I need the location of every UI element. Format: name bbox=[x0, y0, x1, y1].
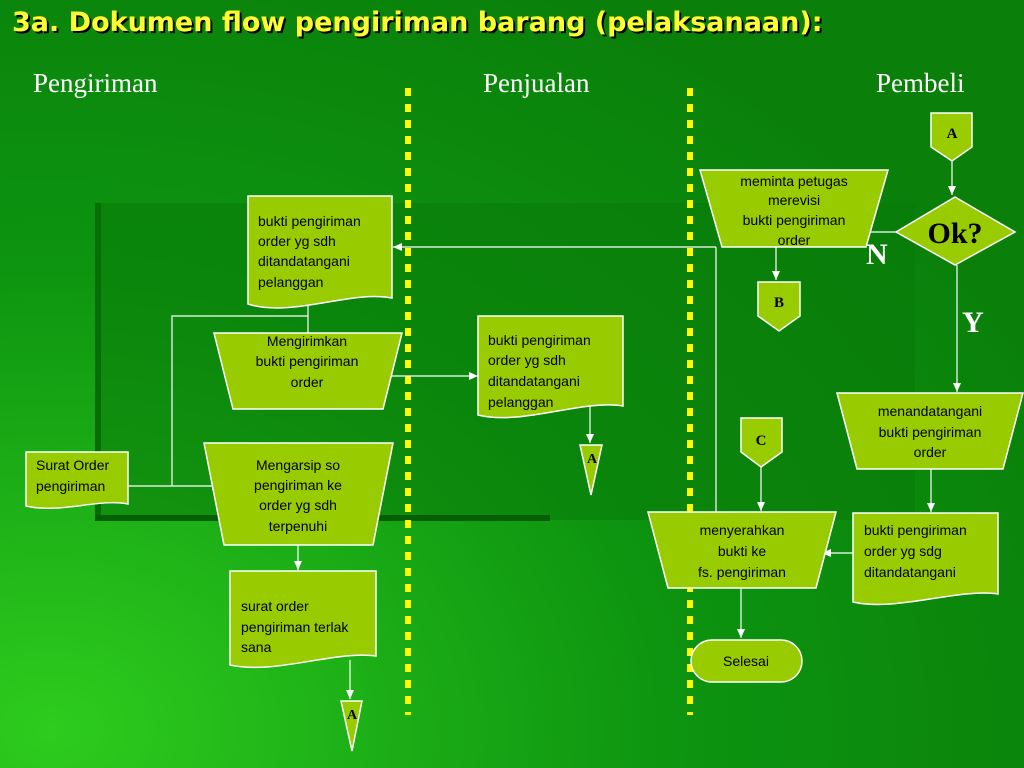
flow-line-branch-left bbox=[171, 315, 308, 486]
process-line-2: bukti pengiriman bbox=[879, 424, 982, 440]
doc-line-3: sana bbox=[241, 639, 272, 655]
doc-line-3: ditandatangani bbox=[488, 373, 580, 389]
doc-line-4: pelanggan bbox=[488, 394, 553, 410]
process-line-3: order bbox=[914, 444, 947, 460]
document-bukti-pengiriman-penjualan: bukti pengiriman order yg sdh ditandatan… bbox=[477, 315, 624, 419]
decision-label: Ok? bbox=[927, 217, 982, 250]
process-menandatangani: menandatangani bukti pengiriman order bbox=[836, 392, 1024, 470]
process-line-3: fs. pengiriman bbox=[698, 564, 786, 580]
doc-line-2: pengiriman terlak bbox=[241, 619, 349, 635]
connector-c: C bbox=[740, 417, 783, 468]
process-meminta-petugas: meminta petugas merevisi bukti pengirima… bbox=[699, 169, 889, 248]
doc-line-1: bukti pengiriman bbox=[864, 522, 967, 538]
page-title-shadow: 3a. Dokumen flow pengiriman barang (pela… bbox=[14, 9, 825, 40]
document-surat-order-terlaksana: surat order pengiriman terlak sana bbox=[229, 570, 377, 669]
background-panel-edge bbox=[95, 203, 101, 520]
connector-label: A bbox=[347, 708, 358, 723]
connector-label: A bbox=[587, 452, 598, 467]
process-line-2: bukti ke bbox=[718, 543, 766, 559]
connector-label: B bbox=[774, 295, 784, 311]
process-line-3: order yg sdh bbox=[259, 497, 337, 513]
connector-label: C bbox=[756, 433, 767, 449]
process-line-3: bukti pengiriman bbox=[743, 212, 846, 228]
process-line-1: meminta petugas bbox=[740, 173, 847, 189]
document-surat-order-pengiriman: Surat Order pengiriman bbox=[25, 451, 129, 510]
process-line-1: menyerahkan bbox=[700, 522, 785, 538]
doc-line-2: order yg sdg bbox=[864, 543, 942, 559]
process-menyerahkan: menyerahkan bukti ke fs. pengiriman bbox=[647, 511, 837, 589]
document-bukti-pengiriman-sdg: bukti pengiriman order yg sdg ditandatan… bbox=[852, 512, 999, 606]
process-line-3: order bbox=[291, 374, 324, 390]
doc-line-1: surat order bbox=[241, 598, 309, 614]
doc-line-2: order yg sdh bbox=[258, 233, 336, 249]
lane-header-pembeli: Pembeli bbox=[876, 68, 965, 98]
terminal-selesai: Selesai bbox=[690, 639, 803, 683]
connector-a-middle: A bbox=[579, 444, 603, 496]
doc-line-1: bukti pengiriman bbox=[258, 213, 361, 229]
process-line-2: merevisi bbox=[768, 192, 820, 208]
decision-yes-label: Y bbox=[962, 306, 984, 339]
doc-line-4: pelanggan bbox=[258, 274, 323, 290]
process-line-1: Mengarsip so bbox=[256, 457, 340, 473]
connector-b: B bbox=[757, 281, 801, 332]
terminal-label: Selesai bbox=[723, 653, 769, 669]
process-line-4: terpenuhi bbox=[269, 518, 327, 534]
process-line-4: order bbox=[778, 232, 811, 248]
process-line-2: bukti pengiriman bbox=[256, 353, 359, 369]
process-mengarsip: Mengarsip so pengiriman ke order yg sdh … bbox=[203, 442, 394, 546]
connector-a-bottom: A bbox=[340, 700, 363, 752]
connector-a-top: A bbox=[930, 112, 973, 162]
doc-line-1: bukti pengiriman bbox=[488, 332, 591, 348]
lane-header-penjualan: Penjualan bbox=[483, 68, 590, 98]
lane-header-pengiriman: Pengiriman bbox=[33, 68, 158, 98]
decision-no-label: N bbox=[866, 238, 888, 271]
connector-label: A bbox=[947, 126, 958, 142]
process-mengirimkan: Mengirimkan bukti pengiriman order bbox=[213, 332, 403, 410]
document-bukti-pengiriman-ditandatangani: bukti pengiriman order yg sdh ditandatan… bbox=[247, 195, 393, 309]
process-line-1: menandatangani bbox=[878, 403, 982, 419]
process-line-1: Mengirimkan bbox=[267, 333, 347, 349]
doc-line-2: pengiriman bbox=[36, 478, 105, 494]
doc-line-3: ditandatangani bbox=[864, 564, 956, 580]
doc-line-1: Surat Order bbox=[36, 457, 109, 473]
page-title: 3a. Dokumen flow pengiriman barang (pela… bbox=[12, 7, 823, 38]
doc-line-3: ditandatangani bbox=[258, 253, 350, 269]
process-line-2: pengiriman ke bbox=[254, 477, 342, 493]
doc-line-2: order yg sdh bbox=[488, 352, 566, 368]
decision-ok: Ok? bbox=[894, 196, 1017, 266]
